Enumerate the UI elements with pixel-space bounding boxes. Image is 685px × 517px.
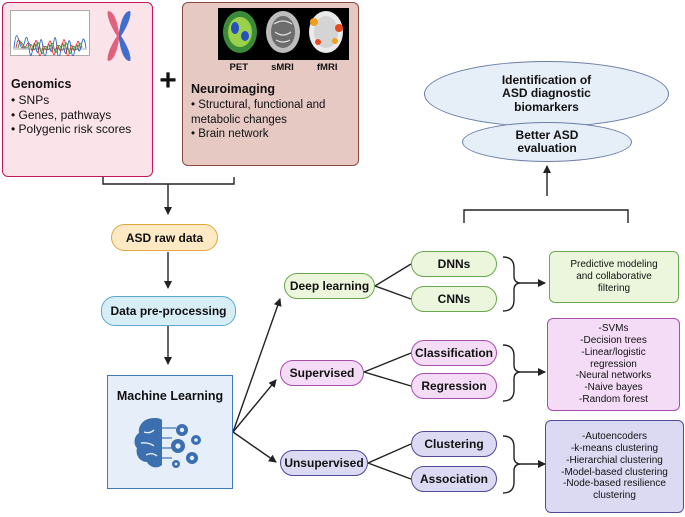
- brace-supervised: [502, 344, 522, 402]
- unsupervised-output-box: -Autoencoders -k-means clustering -Hiera…: [545, 420, 684, 513]
- supervised-output-line: -Random forest: [579, 393, 648, 405]
- neuroimaging-title: Neuroimaging: [191, 82, 276, 96]
- line-deep-dnns: [374, 263, 412, 287]
- genomics-box: Genomics SNPs Genes, pathways Polygenic …: [2, 2, 153, 177]
- evaluation-label: Better ASD evaluation: [515, 127, 579, 155]
- scan-label-pet: PET: [229, 62, 249, 73]
- biomarkers-label: Identification of ASD diagnostic biomark…: [501, 72, 592, 114]
- deep-learning-box: Deep learning: [284, 273, 375, 299]
- unsupervised-output-line: clustering: [593, 490, 636, 502]
- supervised-output-line: regression: [590, 358, 637, 370]
- supervised-output-line: -Linear/logistic: [581, 346, 646, 358]
- deep-output-line: filtering: [597, 282, 631, 294]
- biomarkers-ellipse: Identification of ASD diagnostic biomark…: [424, 61, 669, 127]
- unsupervised-box: Unsupervised: [280, 450, 368, 476]
- brain-scans: [223, 11, 343, 53]
- data-preprocessing-box: Data pre-processing: [101, 296, 236, 326]
- genomics-item-prs: Polygenic risk scores: [11, 122, 153, 137]
- cnns-box: CNNs: [411, 286, 497, 312]
- scan-label-smri: sMRI: [271, 62, 294, 73]
- genomics-title: Genomics: [11, 77, 72, 91]
- brace-deep: [502, 256, 522, 312]
- scan-label-fmri: fMRI: [316, 62, 338, 73]
- line-deep-cnns: [374, 285, 412, 300]
- arrow-to-deep: [232, 298, 282, 433]
- unsupervised-output-line: -Node-based resilience: [563, 478, 666, 490]
- supervised-box: Supervised: [280, 360, 364, 386]
- neuro-item-structural: Structural, functional and metabolic cha…: [191, 98, 356, 127]
- brace-unsupervised: [502, 435, 522, 494]
- neuroimaging-list: Structural, functional and metabolic cha…: [191, 98, 356, 142]
- classification-box: Classification: [411, 340, 497, 366]
- genomics-list: SNPs Genes, pathways Polygenic risk scor…: [11, 93, 153, 137]
- sources-bracket: [102, 177, 235, 185]
- neuroimaging-box: PET sMRI fMRI Neuroimaging Structural, f…: [182, 2, 359, 166]
- line-unsup-assoc: [367, 462, 412, 480]
- brain-gears-icon: [134, 418, 201, 468]
- supervised-output-line: -Neural networks: [575, 370, 652, 382]
- arrow-to-unsupervised: [232, 431, 277, 463]
- neuro-item-network: Brain network: [191, 127, 356, 142]
- line-sup-reg: [363, 371, 412, 387]
- dna-sequence-chart: [10, 10, 90, 56]
- unsupervised-output-line: -k-means clustering: [570, 442, 659, 454]
- arrow-to-supervised: [232, 379, 277, 433]
- results-bracket: [463, 209, 629, 223]
- deep-output-line: and collaborative: [576, 271, 652, 283]
- supervised-output-line: -SVMs: [598, 323, 629, 335]
- supervised-output-line: -Naive bayes: [584, 382, 643, 394]
- deep-output-box: Predictive modeling and collaborative fi…: [549, 251, 679, 303]
- line-sup-class: [363, 352, 412, 373]
- evaluation-ellipse: Better ASD evaluation: [462, 122, 632, 162]
- unsupervised-output-line: -Model-based clustering: [561, 466, 668, 478]
- plus-sign: +: [159, 64, 177, 97]
- supervised-output-line: -Decision trees: [580, 335, 647, 346]
- machine-learning-box: Machine Learning: [107, 375, 233, 489]
- brain-scans-panel: [218, 8, 349, 60]
- supervised-output-box: -SVMs -Decision trees -Linear/logistic r…: [547, 318, 680, 411]
- regression-box: Regression: [411, 373, 497, 399]
- asd-raw-data-box: ASD raw data: [111, 224, 218, 251]
- unsupervised-output-line: -Hierarchial clustering: [566, 454, 663, 466]
- machine-learning-label: Machine Learning: [116, 389, 224, 403]
- genomics-item-genes: Genes, pathways: [11, 108, 153, 123]
- association-box: Association: [411, 466, 497, 492]
- line-unsup-clust: [367, 443, 412, 464]
- unsupervised-output-line: -Autoencoders: [581, 431, 648, 443]
- deep-output-line: Predictive modeling: [570, 259, 658, 271]
- chromosome-icon: [107, 11, 131, 61]
- scan-labels: PET sMRI fMRI: [218, 62, 349, 73]
- clustering-box: Clustering: [411, 431, 497, 457]
- dnns-box: DNNs: [411, 251, 497, 277]
- genomics-item-snps: SNPs: [11, 93, 153, 108]
